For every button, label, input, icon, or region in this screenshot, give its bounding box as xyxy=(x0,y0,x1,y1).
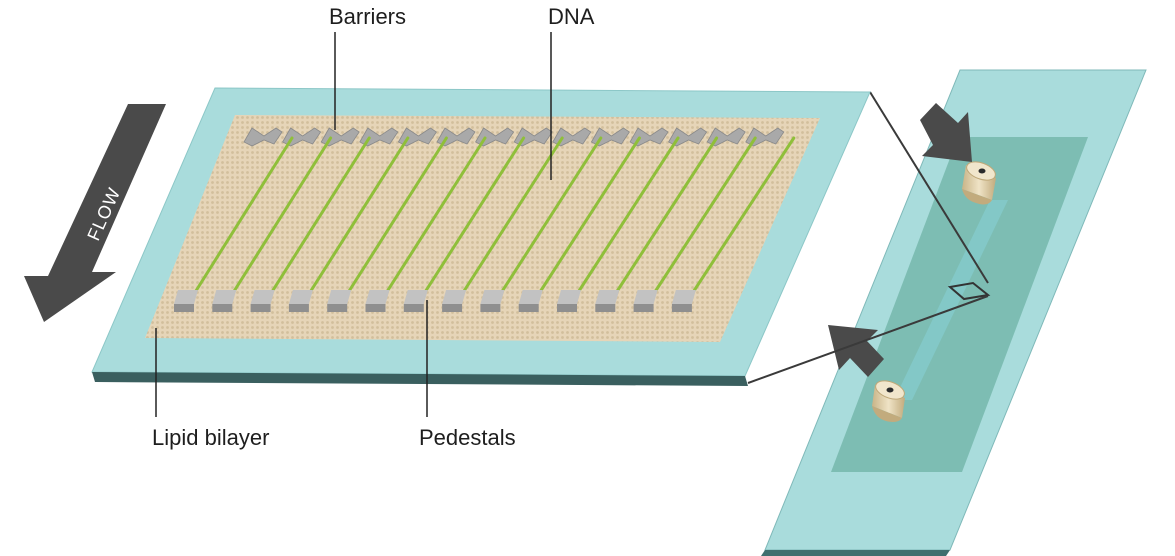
inlet-arrow-icon xyxy=(920,103,972,162)
zoom-line-top xyxy=(869,91,989,284)
barrier xyxy=(668,127,708,147)
dna-strand xyxy=(652,136,757,296)
main-slide xyxy=(91,87,871,386)
pedestal xyxy=(442,290,467,312)
barrier xyxy=(243,127,283,147)
barrier xyxy=(552,127,592,147)
zoom-line-bottom xyxy=(747,295,989,384)
dna-strand xyxy=(422,136,526,296)
dna-strand xyxy=(230,136,333,296)
barrier xyxy=(282,127,322,147)
dna-strand xyxy=(575,136,680,296)
pedestal xyxy=(174,290,198,312)
dna-strand xyxy=(537,136,641,296)
pedestal xyxy=(288,290,313,312)
barrier xyxy=(436,127,476,147)
barriers-label: Barriers xyxy=(329,4,407,29)
lipid-bilayer-label: Lipid bilayer xyxy=(152,425,270,450)
zoom-region-box xyxy=(947,281,991,301)
pedestal xyxy=(633,290,658,312)
main-slide-edge xyxy=(92,372,748,386)
barrier xyxy=(320,127,360,147)
dna-strand xyxy=(460,136,564,296)
pedestal xyxy=(557,290,581,312)
slide-edge xyxy=(761,550,950,556)
barrier xyxy=(745,127,785,147)
dna-array xyxy=(174,127,796,312)
dna-strand xyxy=(690,136,796,296)
dna-strand xyxy=(192,136,294,296)
barrier xyxy=(513,127,553,147)
dna-strand xyxy=(384,136,487,296)
barrier xyxy=(706,127,746,147)
flow-arrow-icon xyxy=(24,104,166,322)
barrier xyxy=(629,127,669,147)
flowcell-slide xyxy=(761,69,1147,556)
pedestal xyxy=(212,290,237,312)
pedestal xyxy=(327,290,352,312)
pedestal xyxy=(365,290,390,312)
outlet-port xyxy=(872,380,905,422)
pedestal xyxy=(595,290,620,312)
pedestal xyxy=(250,290,275,312)
pedestal xyxy=(403,290,428,312)
pedestal xyxy=(518,290,543,312)
barrier xyxy=(475,127,515,147)
dna-strand xyxy=(269,136,371,296)
barrier xyxy=(590,127,630,147)
dna-strand xyxy=(613,136,719,296)
dna-strand xyxy=(307,136,410,296)
inlet-port xyxy=(962,161,996,205)
pedestal xyxy=(480,290,505,312)
pedestals-label: Pedestals xyxy=(419,425,516,450)
barrier xyxy=(359,127,399,147)
dna-label: DNA xyxy=(548,4,595,29)
dna-strand xyxy=(498,136,603,296)
dna-strand xyxy=(345,136,448,296)
flow-channel xyxy=(894,200,1008,400)
pedestal xyxy=(671,290,696,312)
barrier xyxy=(397,127,437,147)
